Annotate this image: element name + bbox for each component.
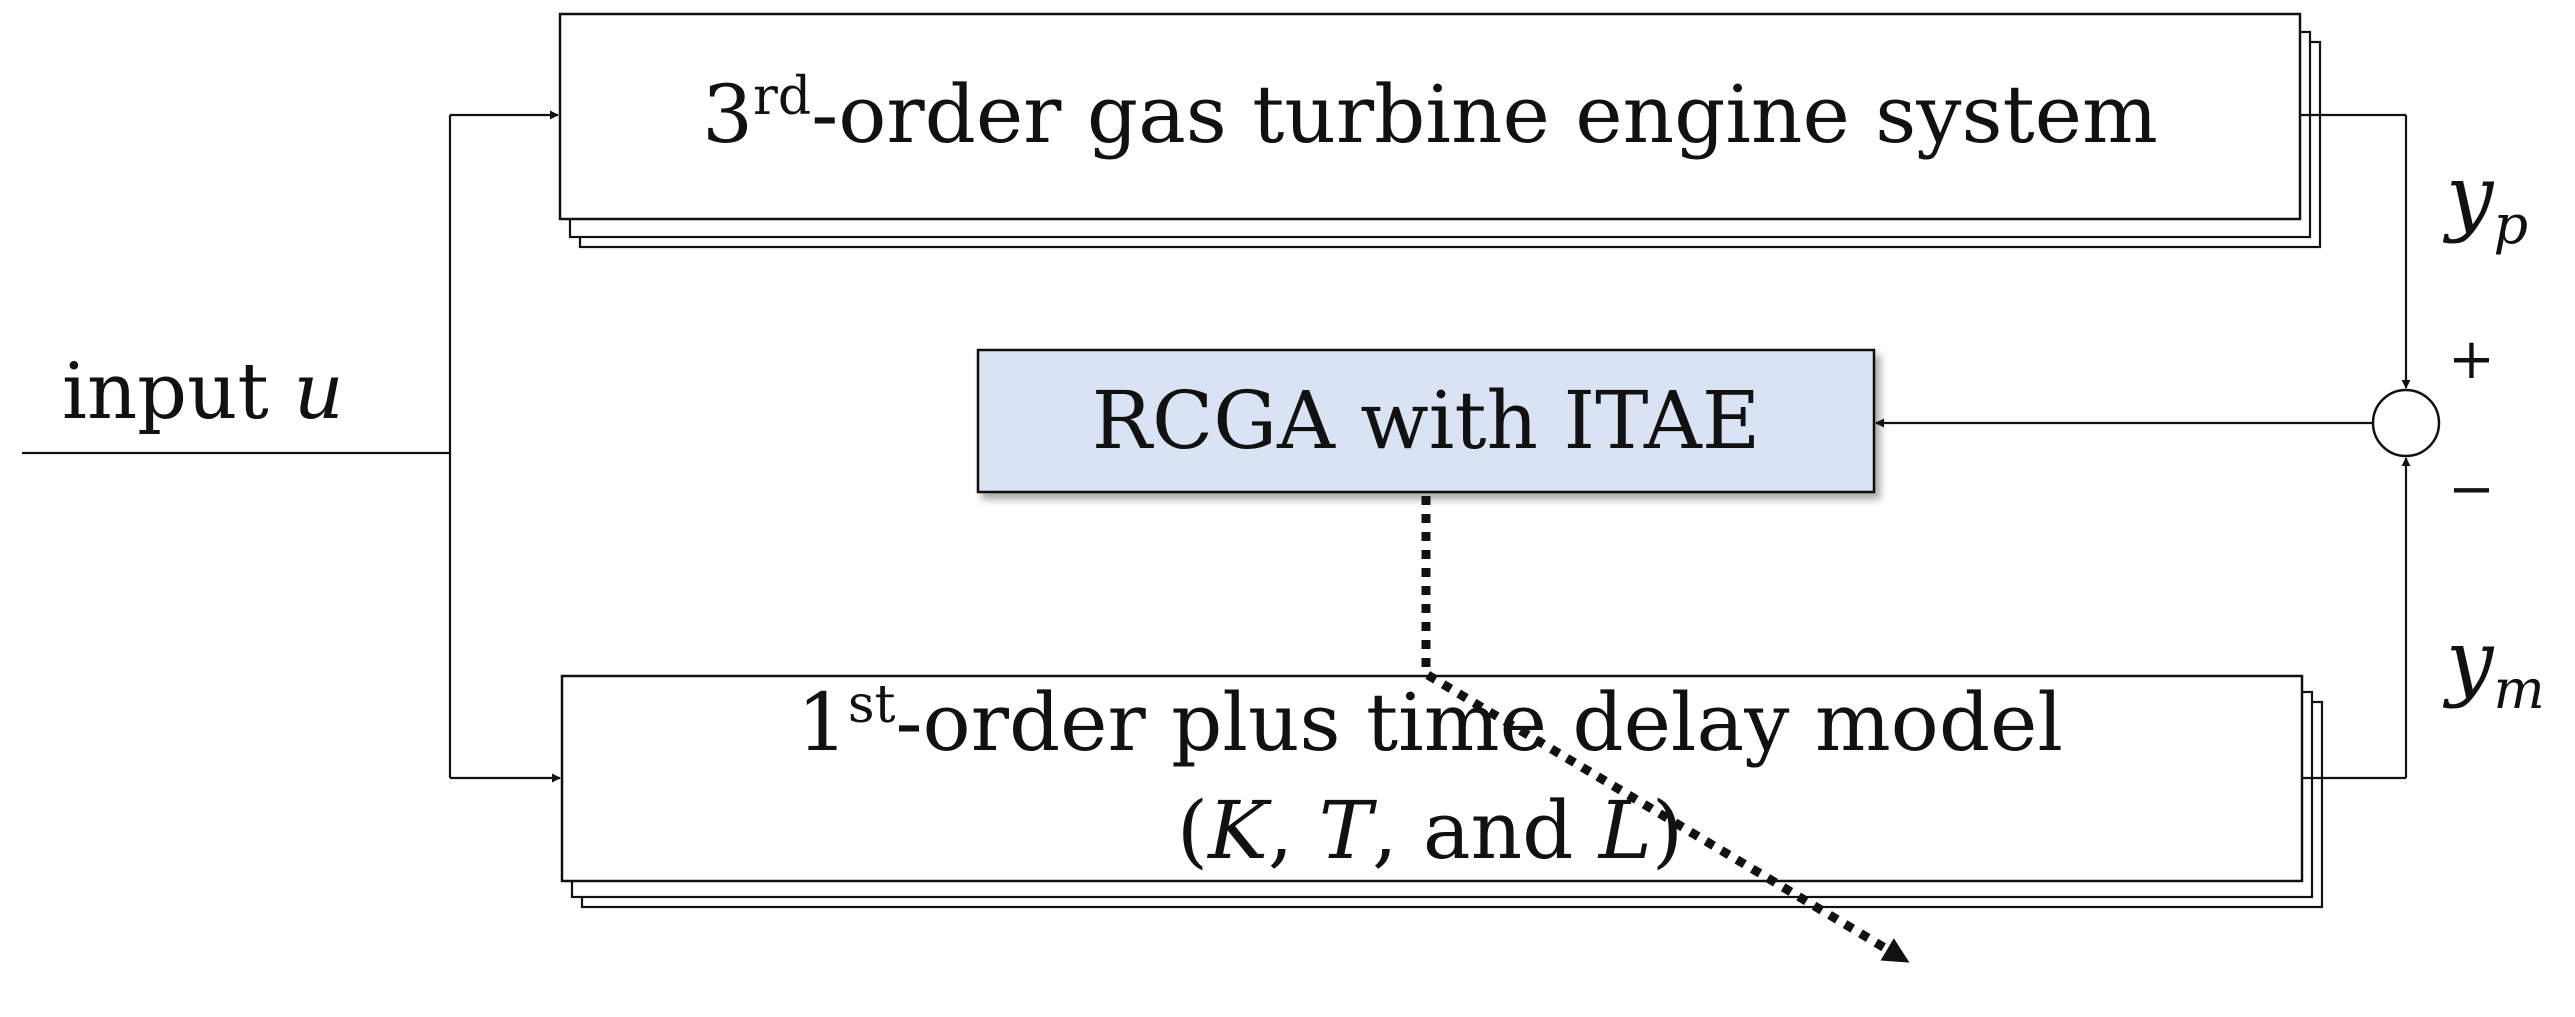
tuning-dotted-arrow (1421, 496, 1910, 964)
input-label: input u (62, 347, 344, 437)
model-output-label: ym (2442, 612, 2545, 721)
rcga-block: RCGA with ITAE (976, 348, 1876, 494)
turbine-block: 3rd-order gas turbine engine system (558, 12, 2322, 249)
minus-sign: − (2448, 457, 2495, 522)
model-params: (K, T, and L) (1177, 784, 1683, 877)
plus-sign: + (2448, 327, 2495, 392)
turbine-label: 3rd-order gas turbine engine system (702, 67, 2158, 161)
model-label: 1st-order plus time delay model (797, 675, 2063, 769)
summing-junction (2371, 388, 2441, 458)
plant-output-label: yp (2442, 147, 2528, 256)
model-block: 1st-order plus time delay model (K, T, a… (560, 674, 2324, 909)
rcga-label: RCGA with ITAE (1092, 374, 1760, 467)
